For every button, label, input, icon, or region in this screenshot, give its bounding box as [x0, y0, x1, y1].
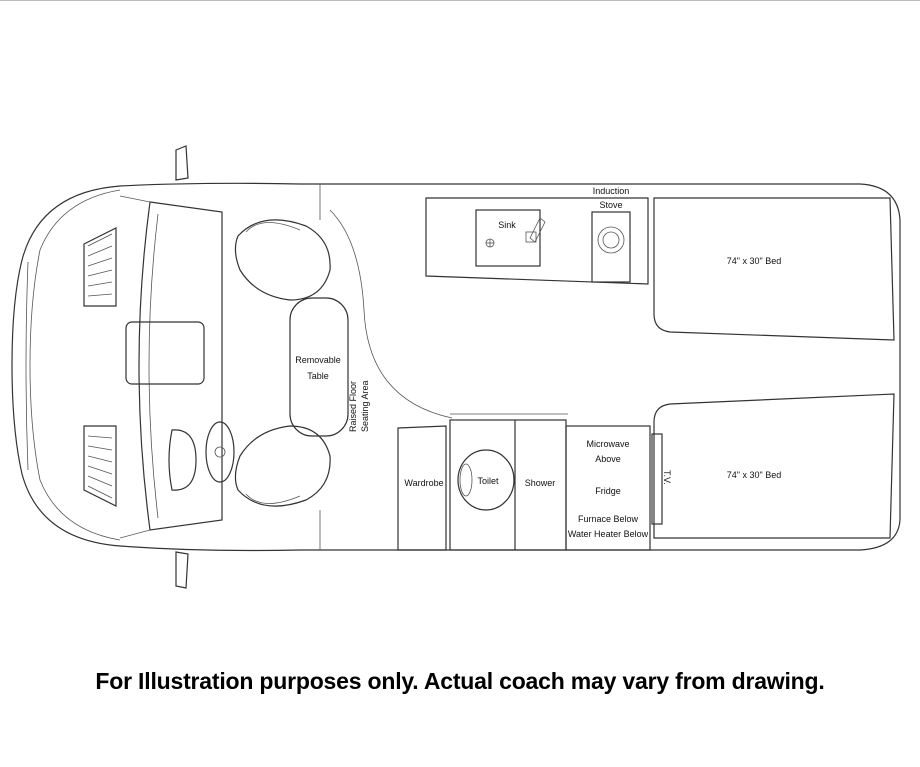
seating-area-label: Seating Area	[360, 380, 370, 432]
side-mirrors	[175, 145, 189, 589]
sink	[475, 209, 541, 267]
driver-seat	[234, 425, 331, 507]
microwave-above-label: Above	[595, 454, 621, 464]
induction-stove	[591, 211, 631, 283]
fridge-label: Fridge	[595, 486, 621, 496]
tv-panel	[651, 433, 663, 525]
sink-drain-icon	[485, 238, 495, 248]
tv-label: T.V.	[662, 470, 672, 485]
appliance-tower	[565, 425, 651, 551]
wardrobe	[397, 425, 447, 551]
shower-label: Shower	[525, 478, 556, 488]
wardrobe-label: Wardrobe	[404, 478, 443, 488]
van-body-outline	[11, 182, 901, 552]
stove-label: Stove	[599, 200, 622, 210]
kitchen-counter	[425, 197, 649, 285]
furnace-label: Furnace Below	[578, 514, 639, 524]
bed-bottom	[653, 393, 895, 539]
removable-table	[289, 297, 349, 437]
windshield-dashboard	[119, 195, 223, 539]
raised-floor-boundary	[329, 209, 453, 419]
burner-icon	[597, 226, 625, 254]
bed-top-label: 74" x 30" Bed	[727, 256, 781, 266]
toilet-label: Toilet	[477, 476, 499, 486]
passenger-seat	[234, 219, 331, 301]
removable-table-label-2: Table	[307, 371, 329, 381]
faucet-icon	[525, 217, 546, 243]
water-heater-label: Water Heater Below	[568, 529, 649, 539]
front-grille-bottom	[83, 425, 117, 507]
raised-floor-label: Raised Floor	[348, 381, 358, 432]
induction-label: Induction	[593, 186, 630, 196]
front-grille-top	[83, 227, 117, 307]
steering-wheel	[168, 421, 235, 491]
microwave-label: Microwave	[586, 439, 629, 449]
top-border-line	[0, 0, 920, 1]
sink-label: Sink	[498, 220, 516, 230]
bed-bottom-label: 74" x 30" Bed	[727, 470, 781, 480]
disclaimer-text: For Illustration purposes only. Actual c…	[95, 668, 825, 694]
removable-table-label: Removable	[295, 355, 341, 365]
toilet-fixture	[457, 449, 515, 511]
bed-top	[653, 197, 895, 341]
